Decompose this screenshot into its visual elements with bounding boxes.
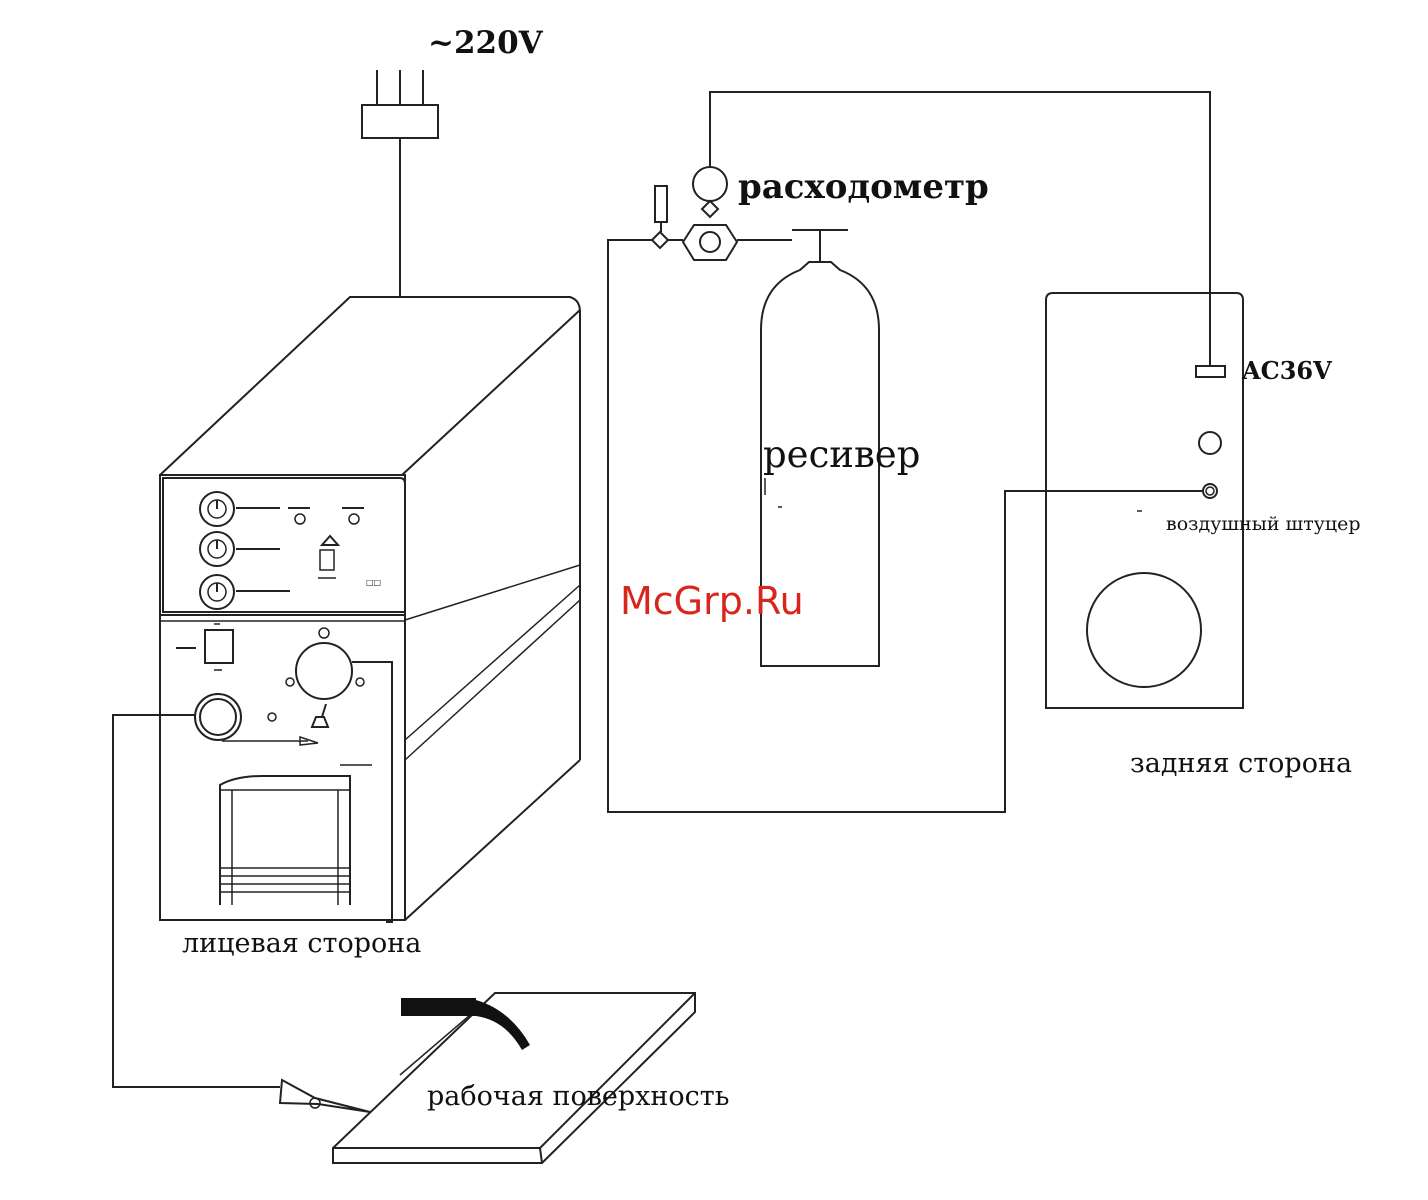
front-side-label: лицевая сторона — [182, 928, 421, 959]
gas-hose — [608, 240, 1202, 812]
work-piece — [333, 993, 695, 1163]
air-fitting — [1203, 484, 1217, 498]
machine-back-side — [1046, 293, 1243, 708]
back-side-label: задняя сторона — [1130, 748, 1352, 779]
ground-cable — [113, 715, 370, 1112]
ground-socket — [195, 694, 318, 745]
torch-symbol-icon — [312, 704, 372, 765]
power-plug — [362, 70, 438, 297]
welding-machine: □□ — [160, 297, 580, 922]
flowmeter-label: расходометр — [738, 167, 989, 207]
back-switch — [1199, 432, 1221, 454]
gas-valve-icon — [318, 536, 338, 578]
receiver-label: ресивер — [763, 433, 920, 476]
ac36v-label: AC36V — [1241, 356, 1332, 385]
ac36v-socket — [1196, 366, 1225, 377]
power-switch — [176, 624, 233, 670]
air-fitting-label: воздушный штуцер — [1166, 513, 1361, 535]
knob-icon — [200, 532, 280, 566]
fan-icon — [1087, 573, 1201, 687]
knob-icon — [200, 492, 280, 526]
svg-text:□□: □□ — [366, 578, 381, 587]
voltage-label: ~220V — [428, 25, 544, 61]
knob-icon — [200, 575, 290, 609]
work-surface-label: рабочая поверхность — [427, 1081, 729, 1112]
wire-feed-window — [220, 776, 350, 905]
welding-torch-icon — [401, 998, 530, 1050]
flowmeter-regulator — [652, 92, 1210, 366]
ground-clamp-icon — [280, 1080, 370, 1112]
watermark: McGrp.Ru — [620, 579, 804, 623]
